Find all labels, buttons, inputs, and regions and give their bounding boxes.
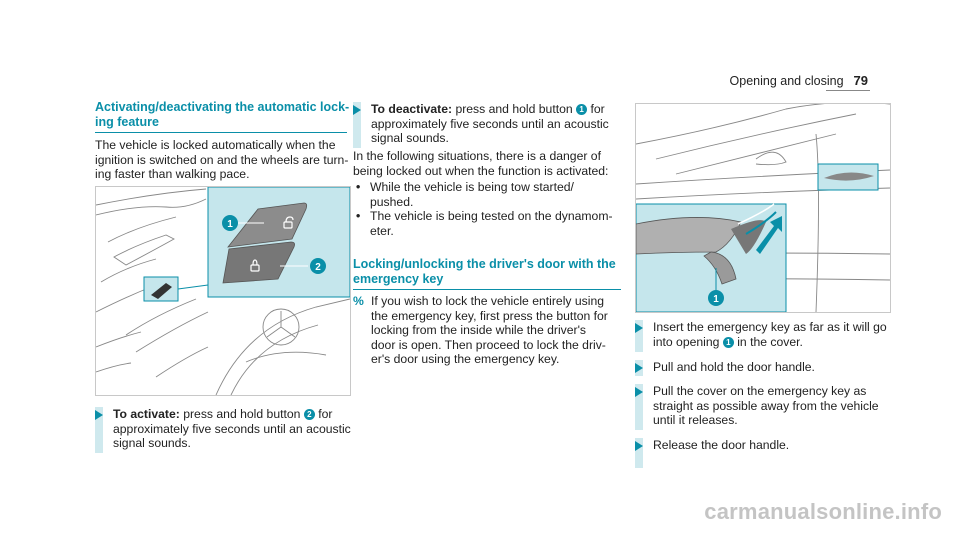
text-line: until it releases. (653, 413, 738, 428)
text-line: er's door using the emergency key. (371, 352, 560, 367)
text-line: Pull the cover on the emergency key as (653, 384, 867, 398)
text: for (590, 102, 605, 116)
text: press and hold button (183, 407, 301, 421)
step-bar (635, 360, 643, 376)
step-arrow-icon (635, 323, 643, 333)
text-line: If you wish to lock the vehicle entirely… (371, 294, 605, 308)
lockout-paragraph: In the following situations, there is a … (353, 149, 623, 178)
figure-door-lock-buttons: 1 2 (95, 186, 351, 396)
step-arrow-icon (95, 410, 103, 420)
page-header: Opening and closing 79 (730, 73, 868, 88)
step-label: To activate: (113, 407, 180, 421)
callout-2: 2 (315, 262, 321, 273)
step-arrow-icon (635, 441, 643, 451)
bullet-icon: • (356, 209, 361, 224)
text-line: the emergency key, first press the butto… (371, 308, 608, 323)
text-line: Pull and hold the door handle. (653, 360, 815, 374)
step-arrow-icon (635, 387, 643, 397)
text-line: The vehicle is locked automatically when… (95, 138, 336, 152)
text-line: signal sounds. (371, 131, 449, 146)
page-number: 79 (853, 73, 868, 88)
section-heading-auto-lock: Activating/deactivating the automatic lo… (95, 100, 349, 130)
step-bar (353, 102, 361, 148)
text: into opening (653, 334, 720, 349)
text-line: Insert the emergency key as far as it wi… (653, 320, 887, 334)
step-arrow-icon (635, 363, 643, 373)
heading-line: ing feature (95, 115, 159, 129)
opening-badge: 1 (722, 336, 734, 348)
header-rule (826, 90, 870, 91)
button-badge: 2 (303, 409, 315, 420)
step-label: To deactivate: (371, 102, 453, 116)
step-bar (635, 384, 643, 430)
text-line: ing faster than walking pace. (95, 167, 250, 182)
text-line: The vehicle is being tested on the dynam… (370, 209, 613, 224)
callout-1: 1 (227, 219, 233, 230)
step-pull-handle: Pull and hold the door handle. (635, 360, 900, 376)
text: press and hold button (455, 102, 573, 116)
text-line: door is open. Then proceed to lock the d… (371, 337, 606, 352)
emergency-key-steps: Insert the emergency key as far as it wi… (635, 320, 900, 468)
step-bar (95, 407, 103, 453)
figure-emergency-key-handle: 1 (635, 103, 891, 313)
step-insert-key: Insert the emergency key as far as it wi… (635, 320, 900, 352)
text: for (318, 407, 333, 421)
text-line: eter. (370, 223, 394, 238)
lockout-bullets: • While the vehicle is being tow started… (356, 180, 624, 238)
step-deactivate: To deactivate: press and hold button 1 f… (353, 102, 623, 148)
step-bar (635, 320, 643, 352)
intro-paragraph: The vehicle is locked automatically when… (95, 138, 350, 182)
heading-line: Activating/deactivating the automatic lo… (95, 100, 350, 114)
step-release-handle: Release the door handle. (635, 438, 900, 468)
heading-line: Locking/unlocking the driver's door with… (353, 257, 616, 271)
section-heading-emergency-key: Locking/unlocking the driver's door with… (353, 257, 616, 287)
heading-line: emergency key (353, 272, 444, 286)
list-item: • While the vehicle is being tow started… (356, 180, 624, 209)
note-block: % If you wish to lock the vehicle entire… (353, 294, 625, 367)
door-handle-illustration: 1 (636, 104, 890, 312)
text-line: approximately five seconds until an acou… (371, 116, 609, 131)
text-line: being locked out when the function is ac… (353, 163, 609, 178)
text-line: While the vehicle is being tow started/ (370, 180, 574, 194)
section-title: Opening and closing (729, 74, 844, 88)
step-pull-cover: Pull the cover on the emergency key as s… (635, 384, 900, 430)
text-line: approximately five seconds until an acou… (113, 421, 351, 436)
step-activate: To activate: press and hold button 2 for… (95, 407, 355, 453)
text-line: pushed. (370, 194, 414, 209)
text-line: Release the door handle. (653, 438, 790, 452)
text-line: locking from the inside while the driver… (371, 323, 587, 338)
watermark: carmanualsonline.info (704, 499, 942, 524)
button-badge: 1 (576, 104, 588, 115)
text-line: signal sounds. (113, 436, 191, 451)
step-bar (635, 438, 643, 468)
text-line: straight as possible away from the vehic… (653, 398, 879, 413)
callout-1: 1 (713, 294, 719, 305)
text: in the cover. (737, 334, 803, 349)
list-item: • The vehicle is being tested on the dyn… (356, 209, 624, 238)
text-line: In the following situations, there is a … (353, 149, 601, 163)
step-arrow-icon (353, 105, 361, 115)
heading-rule (353, 289, 621, 290)
info-note-icon: % (353, 294, 364, 308)
bullet-icon: • (356, 180, 361, 194)
heading-rule (95, 132, 347, 133)
door-panel-illustration: 1 2 (96, 187, 350, 395)
text-line: ignition is switched on and the wheels a… (95, 152, 349, 167)
